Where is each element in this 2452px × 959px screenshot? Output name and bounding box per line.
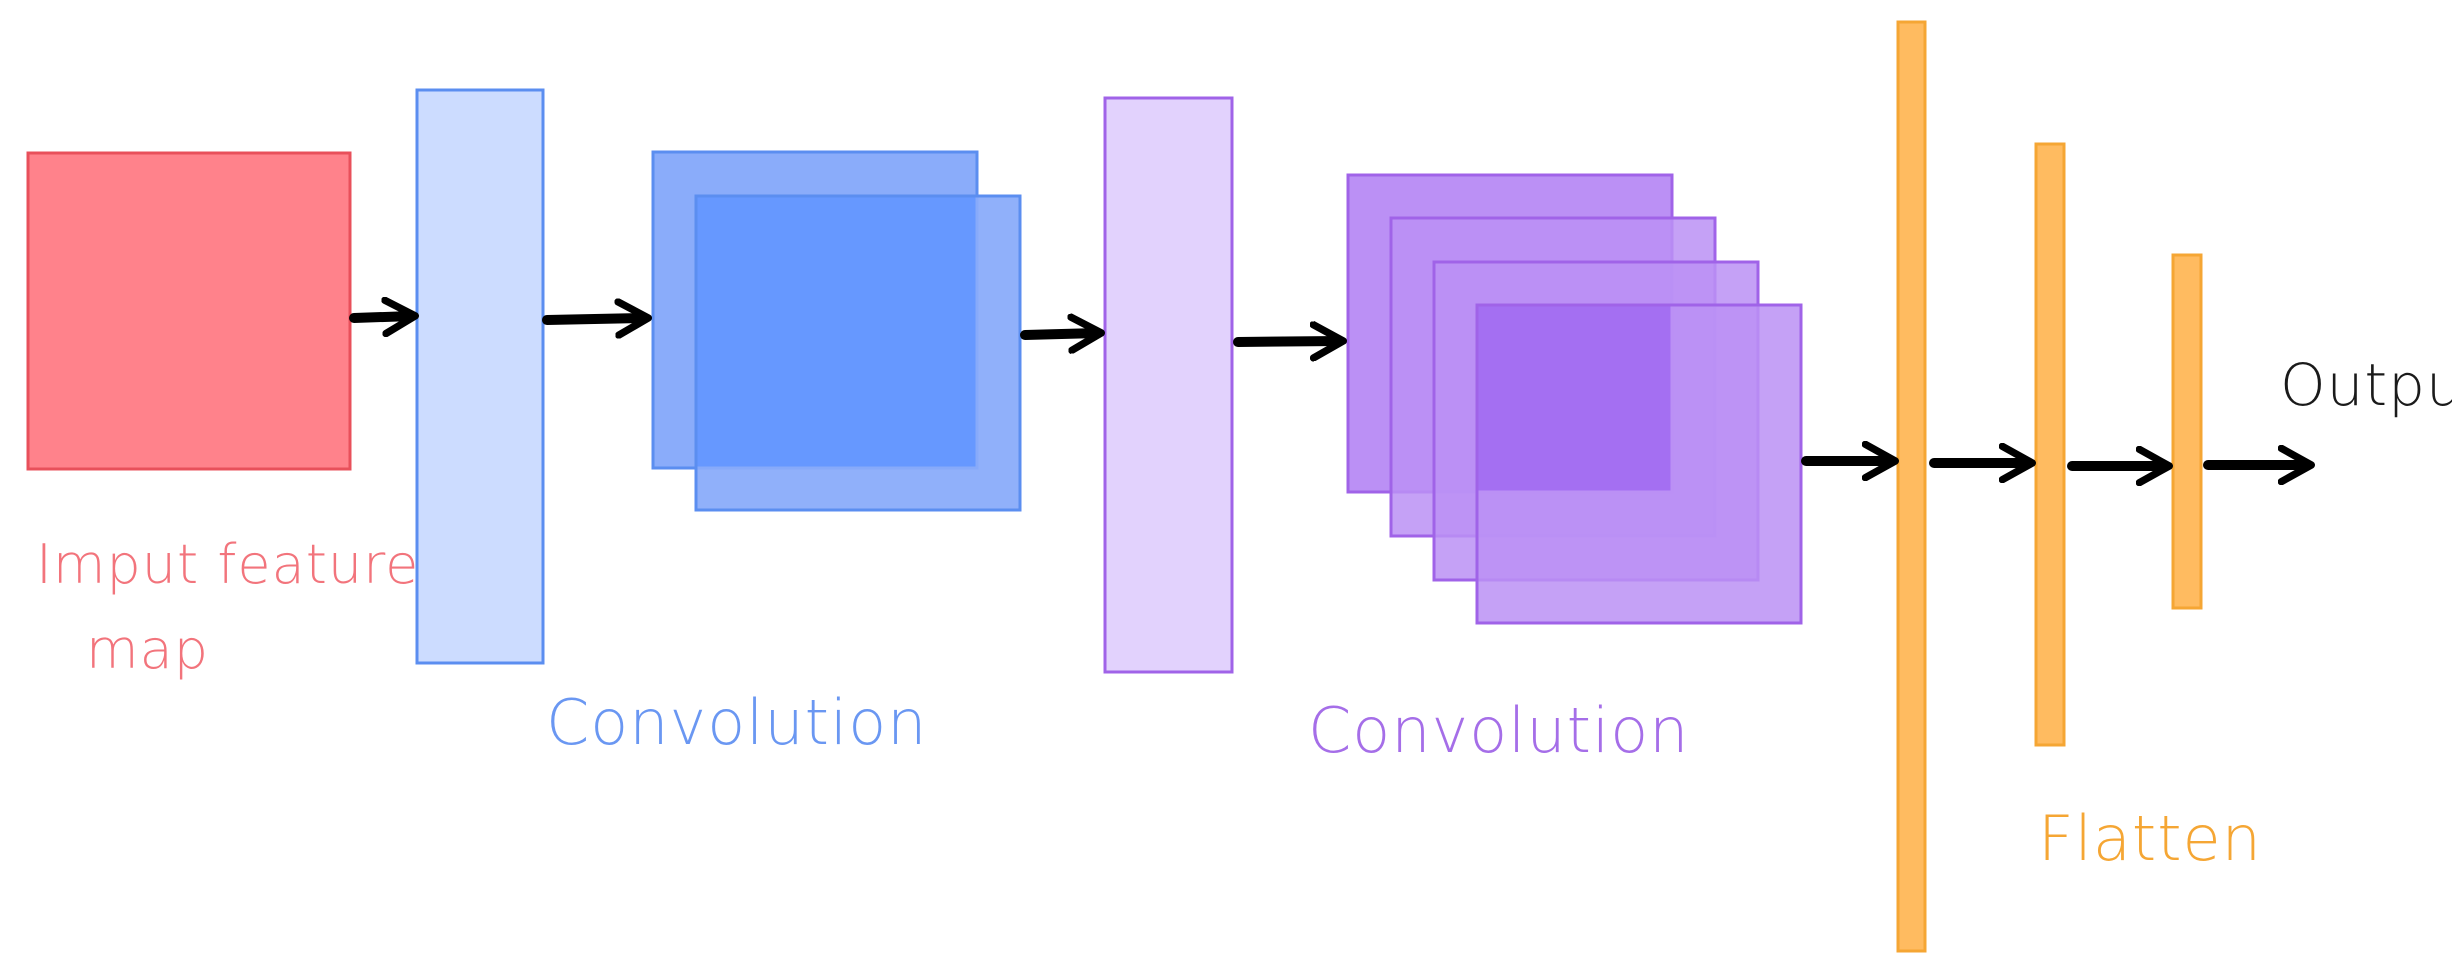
conv1-label: Convolution — [546, 686, 927, 759]
input-feature-map-block — [26, 151, 352, 471]
arrow-layer2-to-conv2 — [1233, 341, 1340, 342]
flatten-bar-3 — [2171, 253, 2203, 610]
conv2-label: Convolution — [1308, 694, 1689, 767]
arrow-layer1-to-conv1 — [542, 318, 645, 320]
input-label-line1: Imput feature — [36, 533, 419, 596]
arrow-conv1-to-layer2 — [1020, 333, 1098, 335]
conv1-maps-overlap — [697, 197, 976, 467]
arrow-input-to-layer1 — [349, 316, 412, 318]
output-label: Output — [2280, 351, 2452, 419]
conv2-maps-overlap — [1478, 306, 1671, 491]
conv1-input-layer — [415, 88, 545, 665]
input-label-line2: map — [86, 618, 209, 681]
flatten-label: Flatten — [2038, 802, 2262, 875]
flatten-bar-1 — [1896, 20, 1927, 953]
flatten-bar-2 — [2034, 142, 2066, 747]
conv2-input-layer — [1103, 96, 1234, 674]
